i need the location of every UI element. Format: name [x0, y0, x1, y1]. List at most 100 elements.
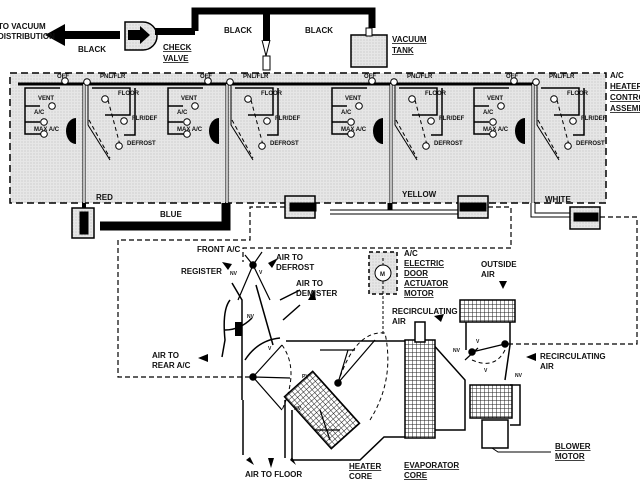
label-evaporator: EVAPORATOR — [404, 461, 459, 470]
switch-label-vent: VENT — [181, 96, 197, 102]
vacuum-port — [40, 130, 48, 138]
switch-label-ac: A/C — [483, 110, 494, 116]
vacuum-port — [83, 78, 91, 86]
switch-label-floor: FLOOR — [118, 91, 140, 97]
label-nv: NV — [515, 373, 523, 379]
switch-rotor — [515, 118, 525, 144]
vacuum-port — [489, 130, 497, 138]
label-v: V — [259, 270, 263, 276]
label-air-to-floor: AIR TO FLOOR — [245, 470, 302, 479]
hvac-case — [221, 251, 551, 461]
vacuum-port — [569, 117, 577, 125]
evaporator-core — [404, 339, 436, 439]
label-defrost: DEFROST — [276, 263, 314, 272]
vacuum-port — [183, 118, 191, 126]
control-assembly: OFF VENT A/C MAX A/C PNL/FLR FLOOR FLR/DEF DEFR… — [9, 71, 640, 210]
switch-label-off: OFF — [506, 74, 518, 80]
label-recirc-top-air: AIR — [392, 317, 406, 326]
label-outside-air: AIR — [481, 270, 495, 279]
label-recirc-right: RECIRCULATING — [540, 352, 606, 361]
label-blower-motor: MOTOR — [555, 452, 585, 461]
label-black-left: BLACK — [78, 45, 106, 54]
vacuum-port — [120, 117, 128, 125]
switch-label-max-ac: MAX A/C — [483, 127, 509, 133]
vacuum-port — [244, 95, 252, 103]
vacuum-port — [48, 102, 56, 110]
vacuum-port — [390, 78, 398, 86]
vacuum-port — [204, 77, 212, 85]
label-assembly: ASSEMBLY — [610, 104, 640, 113]
vacuum-port — [183, 130, 191, 138]
label-control: CONTROL — [610, 93, 640, 102]
switch-label-off: OFF — [57, 74, 69, 80]
vacuum-port — [40, 118, 48, 126]
label-v: V — [484, 368, 488, 374]
vacuum-tank — [350, 34, 388, 68]
label-actuator-2: ELECTRIC — [404, 259, 444, 268]
label-actuator-3: DOOR — [404, 269, 428, 278]
label-v: V — [268, 346, 272, 352]
vacuum-port — [550, 95, 558, 103]
vacuum-port — [510, 77, 518, 85]
label-evaporator-core: CORE — [404, 471, 428, 480]
vacuum-port — [263, 117, 271, 125]
label-recirc-right-air: AIR — [540, 362, 554, 371]
switch-label-defrost: DEFROST — [576, 141, 605, 147]
switch-label-floor: FLOOR — [567, 91, 589, 97]
vacuum-port — [226, 78, 234, 86]
label-nv: NV — [247, 314, 255, 320]
switch-label-max-ac: MAX A/C — [177, 127, 203, 133]
label-valve: VALVE — [163, 54, 189, 63]
label-demister: DEMISTER — [296, 289, 338, 298]
switch-label-floor: FLOOR — [425, 91, 447, 97]
outside-air-grille — [459, 299, 516, 323]
label-white: WHITE — [545, 195, 571, 204]
blue-hose — [100, 203, 231, 231]
label-nv: NV — [453, 348, 461, 354]
label-pv: PV — [302, 374, 309, 380]
switch-label-pnl-flr: PNL/FLR — [243, 74, 269, 80]
vacuum-port — [191, 102, 199, 110]
label-outside: OUTSIDE — [481, 260, 517, 269]
label-tank: TANK — [392, 46, 414, 55]
vacuum-supply: TO VACUUM DISTRIBUTION BLACK CHECK VALVE… — [0, 7, 427, 71]
vacuum-port — [61, 77, 69, 85]
vacuum-port — [347, 130, 355, 138]
label-blower: BLOWER — [555, 442, 591, 451]
label-register: REGISTER — [181, 267, 222, 276]
switch-label-flr-def: FLR/DEF — [581, 116, 607, 122]
vacuum-port — [101, 95, 109, 103]
heater-core — [283, 370, 361, 450]
hvac-labels: FRONT A/C REGISTER AIR TO DEFROST AIR TO… — [152, 245, 606, 480]
vacuum-port — [408, 95, 416, 103]
switch-label-ac: A/C — [177, 110, 188, 116]
label-actuator-1: A/C — [404, 249, 418, 258]
vacuum-hoses: RED BLUE YELLOW WHITE — [71, 190, 638, 378]
switch-label-ac: A/C — [341, 110, 352, 116]
vacuum-port — [489, 118, 497, 126]
label-recirc-top: RECIRCULATING — [392, 307, 458, 316]
switch-label-off: OFF — [200, 74, 212, 80]
vacuum-port — [532, 78, 540, 86]
vacuum-port — [422, 142, 430, 150]
label-to-vacuum: TO VACUUM — [0, 22, 46, 31]
vacuum-port — [368, 77, 376, 85]
blower-wheel — [469, 384, 513, 419]
switch-label-off: OFF — [364, 74, 376, 80]
vacuum-port — [258, 142, 266, 150]
label-ac: A/C — [610, 71, 624, 80]
label-blue: BLUE — [160, 210, 182, 219]
airflow-arrows — [198, 258, 536, 468]
switch-label-flr-def: FLR/DEF — [275, 116, 301, 122]
switch-label-floor: FLOOR — [261, 91, 283, 97]
label-air-to-rear: AIR TO — [152, 351, 179, 360]
label-heater-core-2: CORE — [349, 472, 373, 480]
label-air-to-defrost: AIR TO — [276, 253, 303, 262]
label-distribution: DISTRIBUTION — [0, 32, 55, 41]
label-black-mid: BLACK — [224, 26, 252, 35]
